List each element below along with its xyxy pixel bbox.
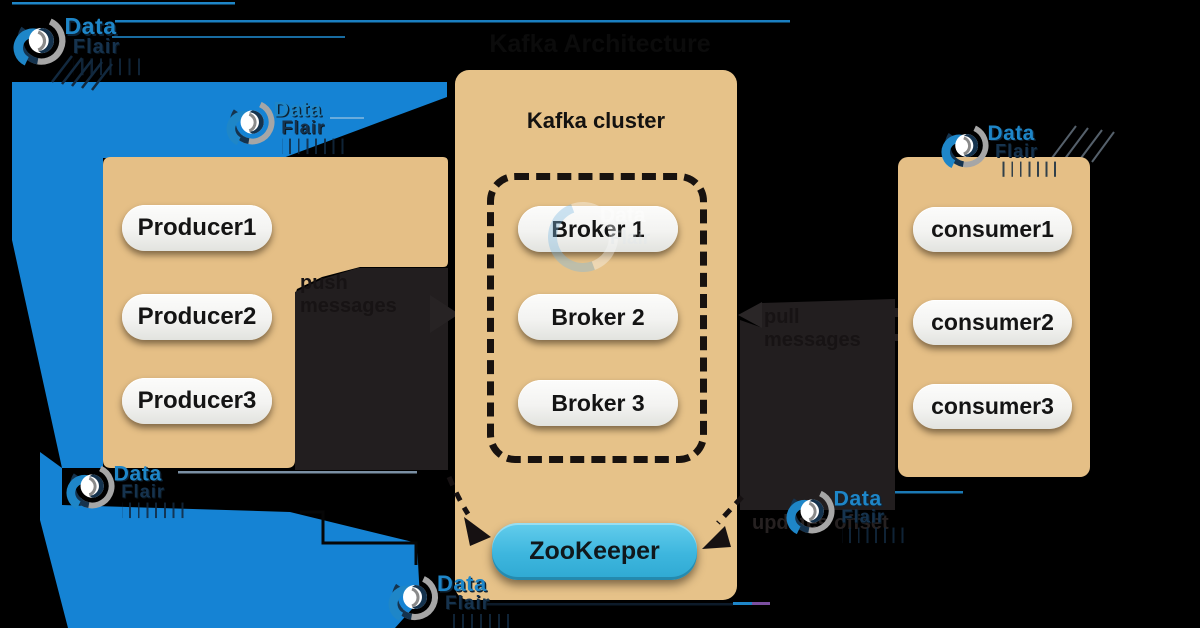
dataflair-logo-top-left: Data Flair [13,8,171,90]
broker1-node: Broker 1 [518,206,678,252]
dataflair-hatch-lines [996,161,1059,177]
dataflair-d-icon [786,488,835,536]
dataflair-d-icon [388,574,438,623]
broker3-node: Broker 3 [518,380,678,426]
dataflair-logo-top-right: Data Flair [941,116,1084,190]
consumer-box: consumer1 consumer2 consumer3 [898,157,1090,477]
dataflair-hatch-lines [282,138,347,155]
dataflair-d-icon [226,99,275,147]
kafka-cluster-title: Kafka cluster [526,108,666,133]
elbow-connector-line [300,510,418,565]
producer1-label: Producer1 [137,214,257,241]
dataflair-data-text: Data [64,13,117,40]
dataflair-flair-text: Flair [281,118,326,139]
dataflair-d-icon [13,16,66,68]
dataflair-hatch-lines [446,614,512,628]
push-messages-label: push messages [300,272,397,317]
right-dashed-arrow-line [716,495,744,525]
zookeeper-label: ZooKeeper [529,537,660,565]
dataflair-flair-text: Flair [841,507,886,528]
dataflair-flair-text: Flair [445,593,491,614]
dataflair-data-text: Data [273,96,322,122]
left-dashed-arrow-line [446,476,471,516]
dataflair-data-text: Data [833,485,882,511]
consumer3-node: consumer3 [913,384,1072,429]
dataflair-data-text: Data [113,460,162,486]
dataflair-logo-bottom-center: Data Flair [388,566,538,628]
dataflair-logo-upper-mid: Data Flair [226,92,372,168]
dataflair-flair-text: Flair [121,482,166,503]
dataflair-data-text: Data [987,120,1035,145]
left-arrowhead-icon [464,517,491,546]
dataflair-d-icon [66,463,115,511]
broker2-node: Broker 2 [518,294,678,340]
consumer1-label: consumer1 [931,216,1054,242]
dataflair-logo-bottom-left: Data Flair [66,456,212,532]
watermark-flair-text: Flair [610,228,651,249]
dataflair-hatch-lines [842,527,907,544]
right-arrowhead-icon [702,526,731,549]
producer3-node: Producer3 [122,378,272,424]
dataflair-hatch-lines [122,502,187,519]
dataflair-logo-bottom-right: Data Flair [786,481,932,557]
consumer1-node: consumer1 [913,207,1072,252]
pull-messages-label: pull messages [764,306,861,351]
dataflair-d-icon [941,123,989,170]
producer2-label: Producer2 [137,303,257,330]
producer1-node: Producer1 [122,205,272,251]
dataflair-flair-text: Flair [995,141,1039,162]
watermark-ghost-logo: Data Flair [536,190,668,284]
dataflair-hatch-lines [73,58,144,76]
broker3-label: Broker 3 [551,389,645,416]
kafka-cluster-box: Kafka cluster Broker 1 Broker 2 Broker 3… [455,70,737,600]
consumer2-label: consumer2 [931,309,1054,335]
dark-arrow-artwork [295,268,899,510]
zookeeper-node: ZooKeeper [492,523,697,580]
producer3-label: Producer3 [137,387,257,414]
broker1-label: Broker 1 [551,215,645,242]
dataflair-data-text: Data [437,571,487,596]
watermark-data-text: Data [600,204,646,227]
producer2-node: Producer2 [122,294,272,340]
consumer3-label: consumer3 [931,393,1054,419]
diagram-title: Kafka Architecture [489,30,711,58]
broker2-label: Broker 2 [551,303,645,330]
brand-lines [12,2,1115,606]
dataflair-flair-text: Flair [72,36,121,59]
consumer2-node: consumer2 [913,300,1072,345]
broker-group-dashed-border [487,173,707,463]
